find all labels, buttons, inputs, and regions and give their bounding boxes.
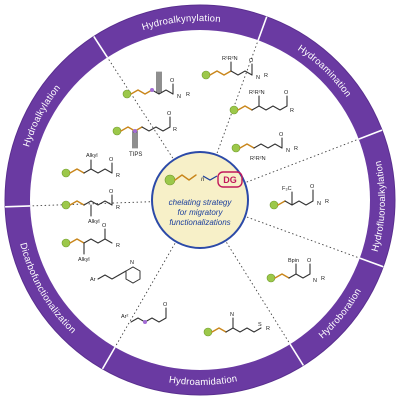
svg-text:R: R — [294, 146, 298, 152]
svg-text:TIPS: TIPS — [129, 152, 142, 158]
substrate-ball-icon — [112, 126, 122, 136]
substrate-ball-icon — [229, 105, 239, 115]
svg-text:F₃C: F₃C — [282, 186, 292, 192]
migration-dot-icon — [143, 320, 147, 324]
svg-text:O: O — [163, 302, 168, 308]
center-text-line-1: chelating strategy — [169, 198, 233, 207]
segment-dotted-divider — [246, 138, 359, 183]
svg-text:N: N — [313, 278, 317, 284]
hydroalkylation-product-1: Alkyl O R — [61, 153, 120, 179]
svg-text:O: O — [249, 58, 254, 64]
ring-divider — [5, 205, 31, 208]
substrate-ball-icon — [61, 238, 71, 248]
segment-dotted-divider — [107, 57, 174, 159]
hydroamidation-product: N S R — [203, 312, 270, 337]
center-text-line-3: functionalizations — [169, 218, 230, 227]
ring-divider — [101, 346, 116, 370]
svg-text:O: O — [167, 111, 172, 117]
svg-text:R: R — [116, 173, 120, 179]
substrate-ball-icon — [164, 174, 176, 186]
svg-text:N: N — [256, 75, 260, 81]
substrate-ball-icon — [203, 327, 213, 337]
substrate-ball-icon — [269, 200, 279, 210]
ring-divider — [289, 343, 305, 366]
segment-dotted-divider — [30, 201, 151, 207]
hydroboration-product: Bpin O N R — [266, 258, 325, 284]
svg-text:O: O — [170, 78, 175, 84]
svg-text:O: O — [109, 157, 114, 163]
svg-text:R: R — [266, 326, 270, 332]
substrate-ball-icon — [61, 200, 71, 210]
svg-text:R: R — [186, 92, 190, 98]
center-hub: n DG chelating strategy for migratory fu… — [151, 151, 249, 249]
segment-dotted-divider — [216, 40, 259, 154]
svg-text:R: R — [173, 127, 177, 133]
svg-text:N: N — [286, 148, 290, 154]
substrate-ball-icon — [201, 70, 211, 80]
hydroalkynylation-product-2: TIPS O R — [112, 111, 177, 158]
svg-text:O: O — [310, 184, 315, 190]
svg-text:R: R — [116, 205, 120, 211]
svg-text:n: n — [201, 177, 205, 183]
svg-text:Bpin: Bpin — [288, 258, 299, 264]
svg-text:R: R — [325, 199, 329, 205]
ring-divider — [359, 257, 384, 268]
migration-dot-icon — [133, 129, 137, 133]
svg-text:Ar²: Ar² — [121, 314, 129, 320]
segment-label-hydroamidation: Hydroamidation — [168, 373, 238, 388]
hydrofluoroalkylation-product: F₃C O N R — [269, 184, 329, 210]
substrate-ball-icon — [266, 273, 276, 283]
svg-text:Ar: Ar — [90, 277, 96, 283]
ring-divider — [358, 129, 383, 140]
alkene-chain-icon — [174, 174, 197, 181]
segment-dotted-divider — [246, 216, 360, 259]
svg-text:Alkyl: Alkyl — [86, 153, 98, 159]
segment-dividers — [5, 16, 384, 370]
svg-text:Alkyl: Alkyl — [78, 257, 90, 263]
svg-text:O: O — [307, 258, 312, 264]
ring-divider — [93, 36, 109, 58]
hydroalkynylation-product-1: O N R — [122, 71, 190, 100]
svg-text:R: R — [290, 108, 294, 114]
svg-text:S: S — [258, 322, 262, 328]
svg-text:N: N — [230, 312, 234, 318]
hydroamination-product-3: R¹R²N O N R — [231, 132, 298, 162]
svg-text:O: O — [284, 90, 289, 96]
svg-text:N: N — [177, 94, 181, 100]
hydroalkylation-product-3: Alkyl O R — [61, 223, 120, 263]
molecule-sketches: O N R TIPS O R R¹R²N O — [61, 56, 329, 337]
svg-text:R¹R²N: R¹R²N — [250, 156, 266, 162]
svg-text:O: O — [279, 132, 284, 138]
dicarbofunctionalization-product-1: Ar N — [90, 260, 141, 284]
substrate-ball-icon — [122, 89, 132, 99]
hydroamination-product-2: R¹R²N O R — [229, 90, 294, 115]
svg-text:Alkyl: Alkyl — [88, 219, 100, 225]
svg-text:R: R — [264, 73, 268, 79]
svg-text:O: O — [102, 223, 107, 229]
substrate-ball-icon — [231, 143, 241, 153]
center-circle — [151, 151, 249, 249]
ring-divider — [257, 16, 268, 41]
svg-text:R¹R²N: R¹R²N — [222, 56, 238, 62]
substrate-ball-icon — [61, 168, 71, 178]
directing-group-label: DG — [223, 175, 237, 185]
svg-text:R: R — [116, 243, 120, 249]
migration-dot-icon — [150, 88, 154, 92]
segment-dotted-divider — [114, 243, 176, 348]
svg-text:R: R — [321, 276, 325, 282]
dicarbofunctionalization-product-2: Ar² O — [121, 302, 168, 324]
hydroalkylation-product-2: Alkyl O R — [61, 189, 120, 225]
dg-box — [217, 171, 243, 188]
svg-text:N: N — [130, 260, 134, 266]
svg-text:O: O — [109, 189, 114, 195]
svg-text:R¹R²N: R¹R²N — [249, 90, 265, 96]
svg-text:N: N — [317, 201, 321, 207]
hydroamination-product-1: R¹R²N O N R — [201, 56, 268, 81]
segment-dotted-divider — [226, 242, 291, 345]
center-text-line-2: for migratory — [178, 208, 224, 217]
